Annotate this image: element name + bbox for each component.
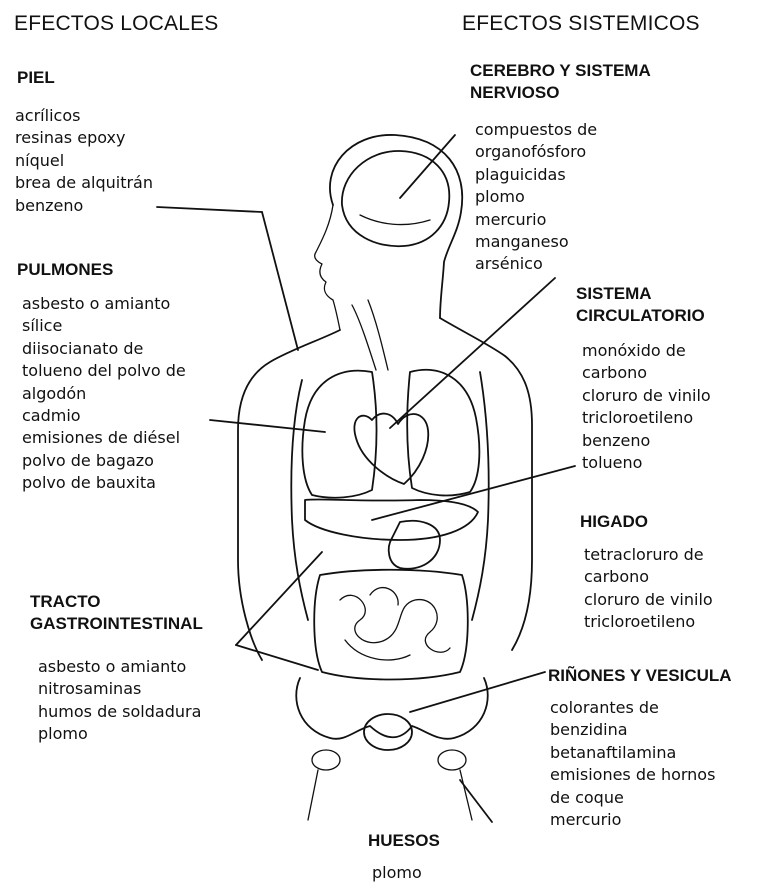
left-thigh-bone <box>308 770 318 820</box>
huesos-heading: HUESOS <box>368 830 440 852</box>
list-item: polvo de bauxita <box>22 472 186 494</box>
small-intestine <box>340 588 450 660</box>
list-item: níquel <box>15 150 153 172</box>
left-hip-joint <box>312 750 340 770</box>
rinones-list: colorantes de benzidina betanaftilamina … <box>550 697 715 831</box>
rinones-heading: RIÑONES Y VESICULA <box>548 665 732 687</box>
list-item: tricloroetileno <box>582 407 711 429</box>
list-item: asbesto o amianto <box>22 293 186 315</box>
list-item: benzeno <box>15 195 153 217</box>
huesos-list: plomo <box>372 862 422 884</box>
pointer-higado <box>372 466 575 520</box>
stomach <box>389 521 440 569</box>
list-item: tolueno del polvo de <box>22 360 186 382</box>
brain-outline <box>342 151 449 246</box>
list-item: betanaftilamina <box>550 742 715 764</box>
list-item: plaguicidas <box>475 164 597 186</box>
list-item: tricloroetileno <box>584 611 713 633</box>
list-item: asbesto o amianto <box>38 656 201 678</box>
list-item: mercurio <box>475 209 597 231</box>
piel-list: acrílicos resinas epoxy níquel brea de a… <box>15 105 153 217</box>
higado-heading: HIGADO <box>580 511 648 533</box>
list-item: monóxido de <box>582 340 711 362</box>
liver <box>305 499 478 540</box>
higado-list: tetracloruro de carbono cloruro de vinil… <box>584 544 713 634</box>
heart <box>354 414 428 484</box>
list-item: cloruro de vinilo <box>582 385 711 407</box>
pointer-tracto-a <box>236 552 322 645</box>
pointer-piel <box>157 207 262 212</box>
list-item: nitrosaminas <box>38 678 201 700</box>
trachea <box>352 300 388 370</box>
list-item: cadmio <box>22 405 186 427</box>
tracto-list: asbesto o amianto nitrosaminas humos de … <box>38 656 201 746</box>
right-thigh-bone <box>460 770 472 820</box>
pointer-piel-b <box>262 212 298 350</box>
list-item: plomo <box>372 862 422 884</box>
brain-fold <box>360 215 430 225</box>
list-item: tetracloruro de <box>584 544 713 566</box>
list-item: resinas epoxy <box>15 127 153 149</box>
list-item: colorantes de <box>550 697 715 719</box>
list-item: algodón <box>22 383 186 405</box>
list-item: carbono <box>584 566 713 588</box>
list-item: de coque <box>550 787 715 809</box>
pulmones-list: asbesto o amianto sílice diisocianato de… <box>22 293 186 495</box>
list-item: emisiones de diésel <box>22 427 186 449</box>
circulatorio-list: monóxido de carbono cloruro de vinilo tr… <box>582 340 711 474</box>
list-item: compuestos de <box>475 119 597 141</box>
left-lung <box>302 371 376 498</box>
list-item: arsénico <box>475 253 597 275</box>
pelvis <box>296 678 488 739</box>
list-item: brea de alquitrán <box>15 172 153 194</box>
left-shoulder <box>238 330 340 660</box>
right-shoulder <box>440 318 532 650</box>
list-item: carbono <box>582 362 711 384</box>
pointer-cerebro <box>400 135 455 198</box>
pointer-huesos <box>460 780 492 822</box>
piel-heading: PIEL <box>17 67 55 89</box>
tracto-heading: TRACTO GASTROINTESTINAL <box>30 591 203 635</box>
large-intestine <box>314 570 468 680</box>
list-item: cloruro de vinilo <box>584 589 713 611</box>
circulatorio-heading: SISTEMA CIRCULATORIO <box>576 283 705 327</box>
cerebro-heading: CEREBRO Y SISTEMA NERVIOSO <box>470 60 651 104</box>
list-item: mercurio <box>550 809 715 831</box>
face-profile <box>315 205 340 330</box>
list-item: polvo de bagazo <box>22 450 186 472</box>
list-item: benzeno <box>582 430 711 452</box>
list-item: acrílicos <box>15 105 153 127</box>
list-item: humos de soldadura <box>38 701 201 723</box>
right-lung <box>407 370 479 496</box>
list-item: plomo <box>38 723 201 745</box>
list-item: organofósforo <box>475 141 597 163</box>
list-item: diisocianato de <box>22 338 186 360</box>
list-item: manganeso <box>475 231 597 253</box>
cerebro-list: compuestos de organofósforo plaguicidas … <box>475 119 597 276</box>
bladder <box>364 714 412 750</box>
right-hip-joint <box>438 750 466 770</box>
list-item: benzidina <box>550 719 715 741</box>
pulmones-heading: PULMONES <box>17 259 113 281</box>
pointer-tracto-b <box>236 645 318 670</box>
pointer-pulmones <box>210 420 325 432</box>
list-item: sílice <box>22 315 186 337</box>
list-item: emisiones de hornos <box>550 764 715 786</box>
list-item: plomo <box>475 186 597 208</box>
list-item: tolueno <box>582 452 711 474</box>
